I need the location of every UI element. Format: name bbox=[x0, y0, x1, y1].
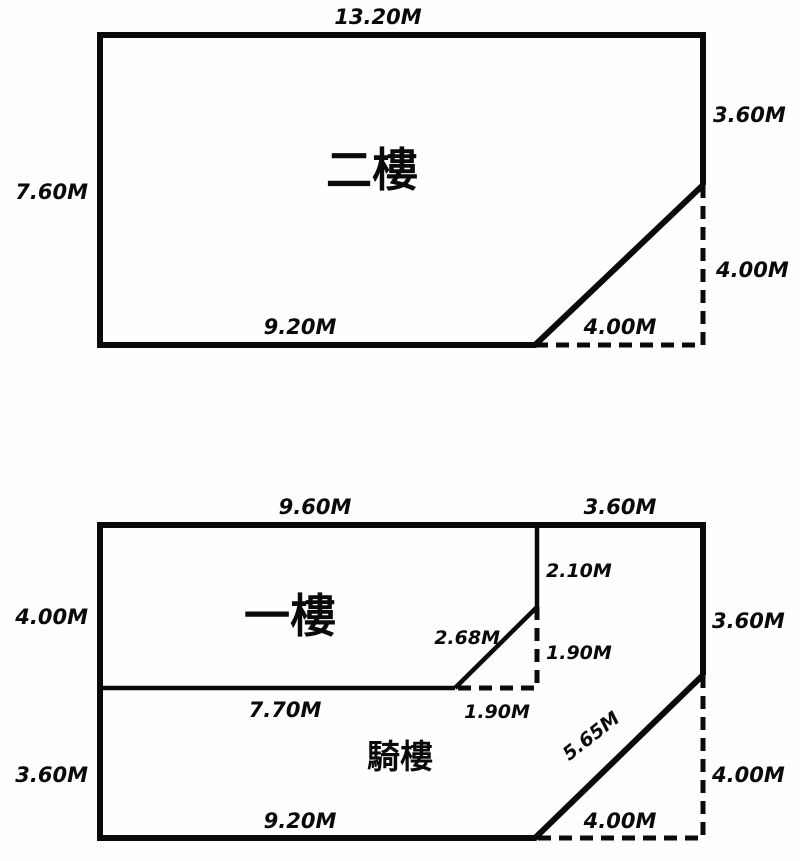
dim-inner-vertical: 2.10M bbox=[546, 560, 612, 582]
arcade-room-label: 騎樓 bbox=[367, 737, 433, 776]
dim-second-left: 7.60M bbox=[15, 180, 88, 204]
dim-second-bottom-right: 4.00M bbox=[583, 315, 657, 339]
dim-second-right-upper: 3.60M bbox=[713, 103, 786, 127]
inner-dashed-corner bbox=[455, 607, 540, 691]
first-floor-room-label: 一樓 bbox=[244, 589, 336, 643]
dim-first-left-lower: 3.60M bbox=[15, 763, 88, 787]
dim-first-top-left: 9.60M bbox=[279, 495, 352, 519]
second-floor-plan: 13.20M 7.60M 3.60M 4.00M 9.20M 4.00M 二樓 bbox=[15, 5, 789, 348]
inner-diagonal-line bbox=[453, 605, 539, 690]
second-floor-room-label: 二樓 bbox=[326, 143, 418, 197]
dim-inner-horizontal: 7.70M bbox=[249, 698, 322, 722]
dim-second-bottom-left: 9.20M bbox=[264, 315, 337, 339]
first-floor-plan: 9.60M 3.60M 4.00M 3.60M 3.60M 4.00M 2.10… bbox=[14, 495, 785, 841]
dim-first-bottom-right: 4.00M bbox=[583, 809, 657, 833]
second-floor-outline bbox=[97, 32, 706, 348]
dim-first-bottom-left: 9.20M bbox=[264, 809, 337, 833]
first-floor-outline bbox=[97, 522, 706, 841]
dim-first-left-upper: 4.00M bbox=[14, 605, 88, 629]
dim-second-top: 13.20M bbox=[334, 5, 421, 29]
dim-inner-diagonal: 2.68M bbox=[434, 627, 500, 649]
dim-first-right-upper: 3.60M bbox=[712, 609, 785, 633]
dim-second-right-lower: 4.00M bbox=[715, 258, 789, 282]
dim-inner-dashed-vertical: 1.90M bbox=[546, 642, 612, 664]
first-floor-dashed-corner bbox=[535, 675, 706, 841]
dim-inner-dashed-horizontal: 1.90M bbox=[464, 701, 530, 723]
dim-first-top-right: 3.60M bbox=[584, 495, 657, 519]
dim-first-right-lower: 4.00M bbox=[711, 763, 785, 787]
second-floor-dashed-corner bbox=[535, 185, 706, 348]
dim-arcade-diagonal: 5.65M bbox=[559, 707, 624, 765]
